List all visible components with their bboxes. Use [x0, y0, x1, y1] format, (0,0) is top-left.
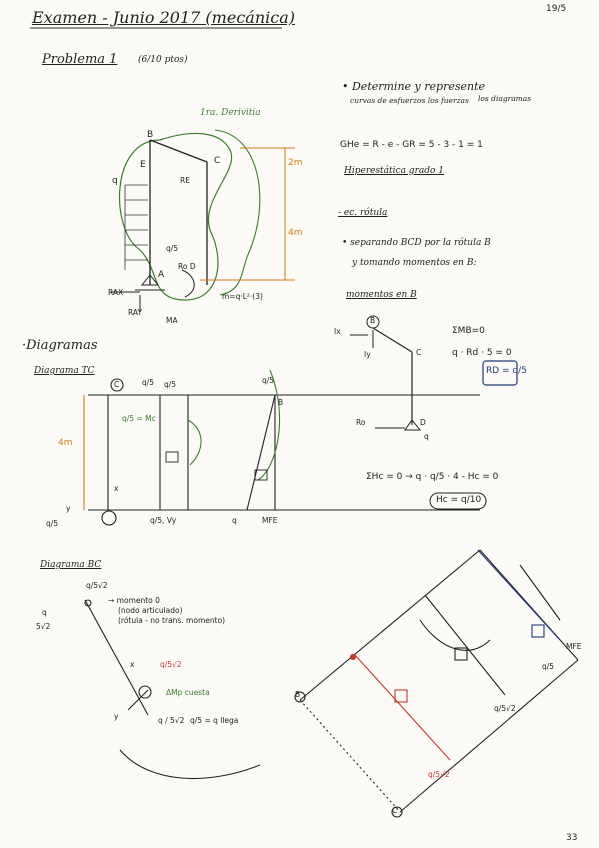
diagram-bc-load-left-den: 5√2: [36, 622, 51, 631]
structure-sketch: [110, 129, 295, 312]
bcd-sketch: [350, 315, 518, 510]
diagram-bc-frac: q / 5√2: [158, 716, 185, 725]
hc-equation: ΣHc = 0 → q · q/5 · 4 - Hc = 0: [366, 472, 499, 482]
page-date: 19/5: [546, 4, 567, 14]
moment-ma-label: MA: [166, 316, 178, 325]
load-q5-label: q/5: [166, 244, 179, 253]
rotated-val-2: q/5√2: [494, 704, 516, 713]
separando-note: • separando BCD por la rótula B: [342, 238, 491, 248]
momentos-b-heading: momentos en B: [346, 290, 417, 300]
diagram-bc-q-llega: q/5 = q llega: [190, 716, 239, 725]
diagram-tc-y-label: y: [66, 504, 71, 513]
node-e-label: E: [140, 160, 146, 170]
diagram-tc-bottom-1: q/5, Vy: [150, 516, 177, 525]
task-subtext: curvas de esfuerzos los fuerzas: [350, 96, 469, 105]
rotated-b-label: B: [295, 690, 301, 699]
reaction-ray-label: RAY: [128, 308, 143, 317]
diagram-bc-note-2: (nodo articulado): [118, 606, 183, 615]
task-heading: • Determine y represente: [342, 80, 485, 93]
node-a-label: A: [158, 270, 165, 280]
rotula-heading: - ec. rótula: [338, 208, 388, 218]
rotated-diagram: [294, 549, 579, 818]
node-c-label: C: [214, 156, 221, 166]
diagram-bc-y: y: [114, 712, 119, 721]
problem-title: Problema 1: [42, 52, 118, 67]
diagrams-heading: ·Diagramas: [22, 338, 98, 353]
diagram-tc-b-mark: B: [278, 398, 284, 407]
diagram-tc-title: Diagrama TC: [34, 366, 95, 376]
node-b-label: B: [147, 130, 154, 140]
problem-points: (6/10 ptos): [138, 55, 188, 65]
page-title: Examen - Junio 2017 (mecánica): [32, 8, 295, 27]
rotated-c-label: C: [392, 806, 398, 815]
rotated-val-3: q/5√2: [428, 770, 450, 779]
diagram-bc-note-3: (rótula - no trans. momento): [118, 616, 226, 625]
diagram-bc-q-label: q/5√2: [86, 581, 108, 590]
diagram-tc-x-label: x: [114, 484, 119, 493]
rotated-mfe: MFE: [566, 642, 582, 651]
node-d-sketch-label: D: [420, 418, 426, 427]
tomando-note: y tomando momentos en B:: [352, 258, 477, 268]
diagram-bc-load-left: q: [42, 608, 47, 617]
ghe-equation: GHe = R - e - GR = 5 - 3 - 1 = 1: [340, 140, 483, 150]
sum-mb-equation: ΣMB=0: [452, 326, 485, 336]
diagram-bc-right-val: q/5√2: [160, 660, 182, 669]
force-ix-label: Ix: [334, 327, 341, 336]
structure-side-label: 1ra. Derivitia: [200, 108, 261, 118]
node-b-circle-label: B: [370, 316, 376, 325]
diagram-tc-q5-3: q/5: [262, 376, 275, 385]
task-subtext-2: los diagramas: [478, 94, 532, 103]
load-q-label: q: [112, 176, 118, 186]
rotated-val-1: q/5: [542, 662, 555, 671]
reaction-rod-label: Ro D: [178, 262, 196, 271]
diagram-bc-note-1: → momento 0: [108, 596, 160, 605]
reaction-re-label: RE: [180, 176, 190, 185]
diagram-tc-q5-1: q/5: [142, 378, 155, 387]
diagram-bc-title: Diagrama BC: [40, 560, 102, 570]
hc-result: Hc = q/10: [436, 495, 482, 505]
diagram-tc: [83, 369, 480, 526]
moment-formula: m=q·L²·(3): [222, 292, 263, 301]
force-iy-label: Iy: [364, 350, 371, 359]
rd-result: RD = q/5: [486, 366, 527, 376]
load-q-sketch-label: q: [424, 432, 429, 441]
dim-2m-label: 2m: [288, 158, 303, 168]
diagram-tc-mid-note: q/5 = Mc: [122, 414, 156, 423]
reaction-ro-label: Ro: [356, 418, 366, 427]
diagram-tc-4m: 4m: [58, 438, 73, 448]
diagram-tc-c-label: C: [114, 380, 120, 389]
diagram-tc-bottom-3: MFE: [262, 516, 278, 525]
node-c-sketch-label: C: [416, 348, 422, 357]
reaction-rax-label: RAX: [108, 288, 124, 297]
hyperstatic-note: Hiperestática grado 1: [344, 166, 445, 176]
diagram-bc-x: x: [130, 660, 135, 669]
diagram-bc: [84, 599, 261, 779]
dim-4m-label: 4m: [288, 228, 303, 238]
page-number: 33: [566, 833, 578, 843]
diagram-bc-ma-label: ΔMp cuesta: [166, 688, 210, 697]
diagram-tc-bottom-2: q: [232, 516, 237, 525]
diagram-tc-q5-2: q/5: [164, 380, 177, 389]
diagram-tc-side-load: q/5: [46, 519, 59, 528]
rd-equation: q · Rd · 5 = 0: [452, 348, 512, 358]
